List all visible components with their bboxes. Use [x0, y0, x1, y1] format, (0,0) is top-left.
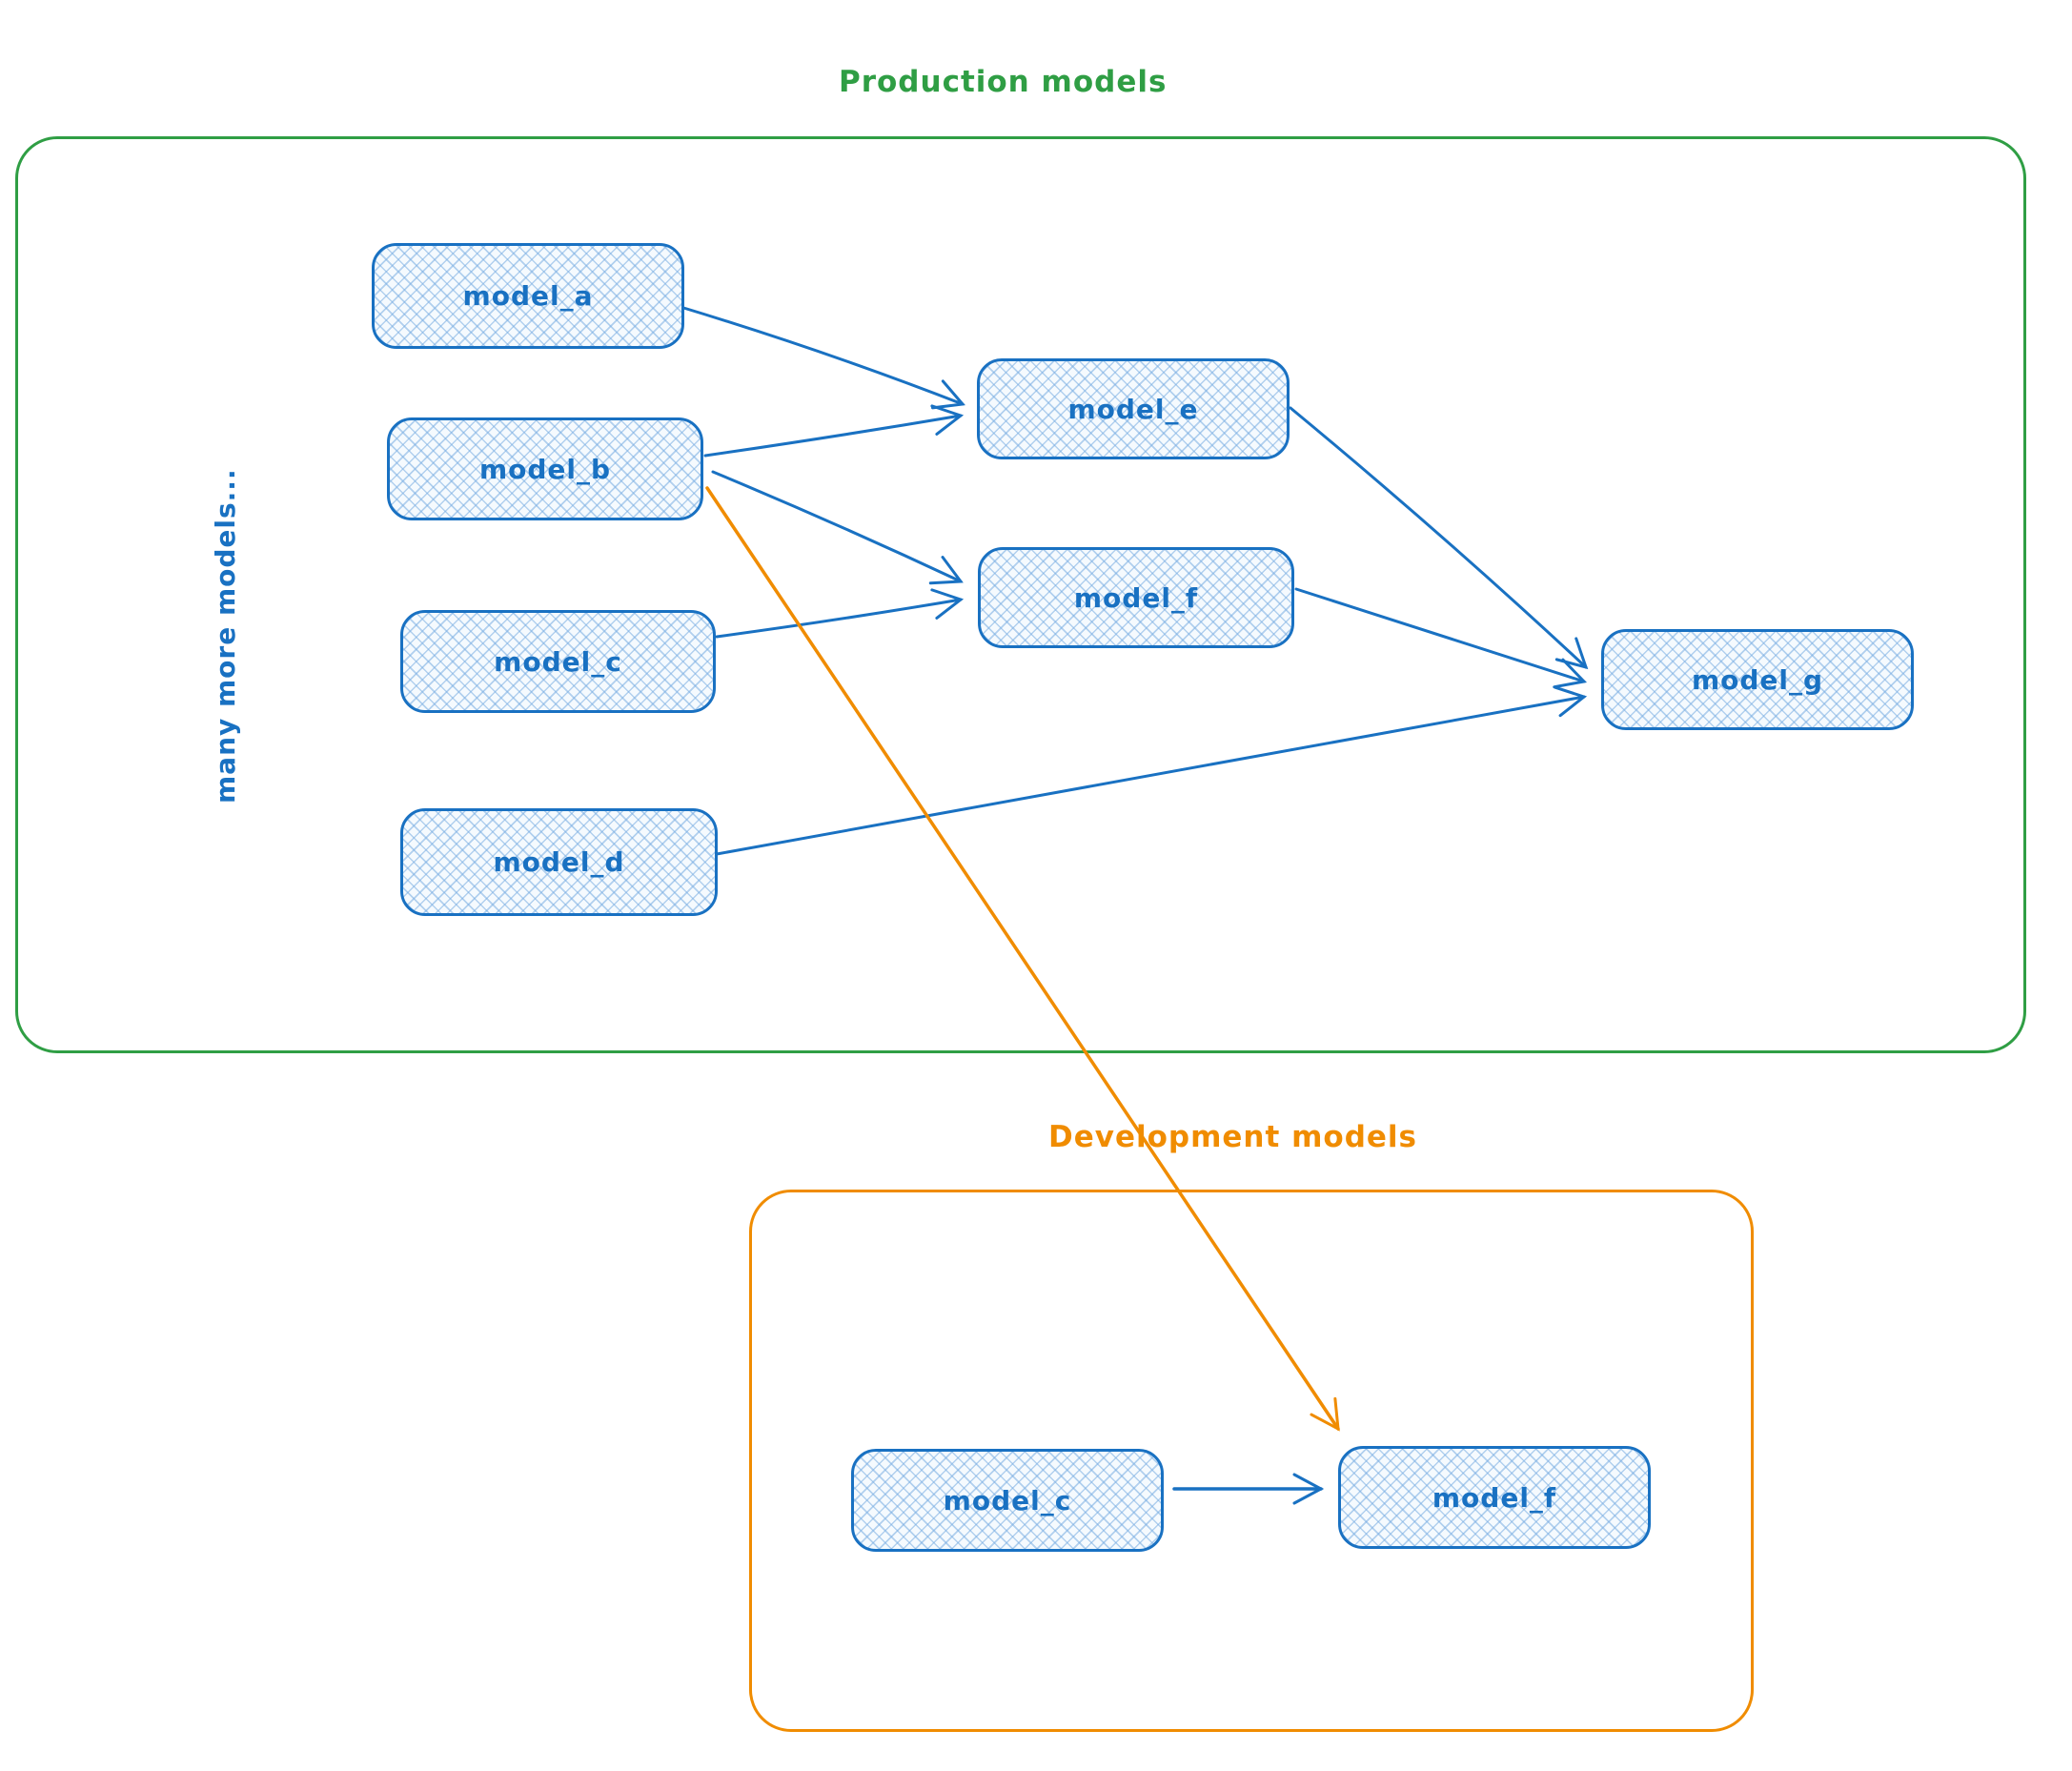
development-group-title: Development models: [1048, 1120, 1418, 1154]
node-dev-model-f: model_f: [1338, 1446, 1651, 1549]
node-model-a-label: model_a: [462, 280, 594, 312]
node-model-d: model_d: [400, 808, 718, 916]
node-model-c-label: model_c: [494, 645, 622, 678]
node-model-a: model_a: [372, 243, 684, 349]
production-group-title: Production models: [839, 65, 1168, 99]
node-model-c: model_c: [400, 610, 716, 713]
many-more-models-label: many more models...: [210, 468, 241, 804]
node-dev-model-f-label: model_f: [1432, 1481, 1557, 1514]
node-model-f-label: model_f: [1073, 581, 1199, 614]
node-model-f: model_f: [978, 547, 1294, 648]
node-model-b-label: model_b: [478, 453, 612, 485]
node-model-e: model_e: [977, 358, 1290, 459]
node-model-b: model_b: [387, 417, 703, 520]
node-dev-model-c: model_c: [851, 1449, 1164, 1552]
node-model-g-label: model_g: [1691, 663, 1824, 696]
node-model-d-label: model_d: [493, 846, 625, 878]
node-dev-model-c-label: model_c: [943, 1484, 1072, 1517]
node-model-e-label: model_e: [1067, 393, 1199, 425]
node-model-g: model_g: [1601, 629, 1914, 730]
